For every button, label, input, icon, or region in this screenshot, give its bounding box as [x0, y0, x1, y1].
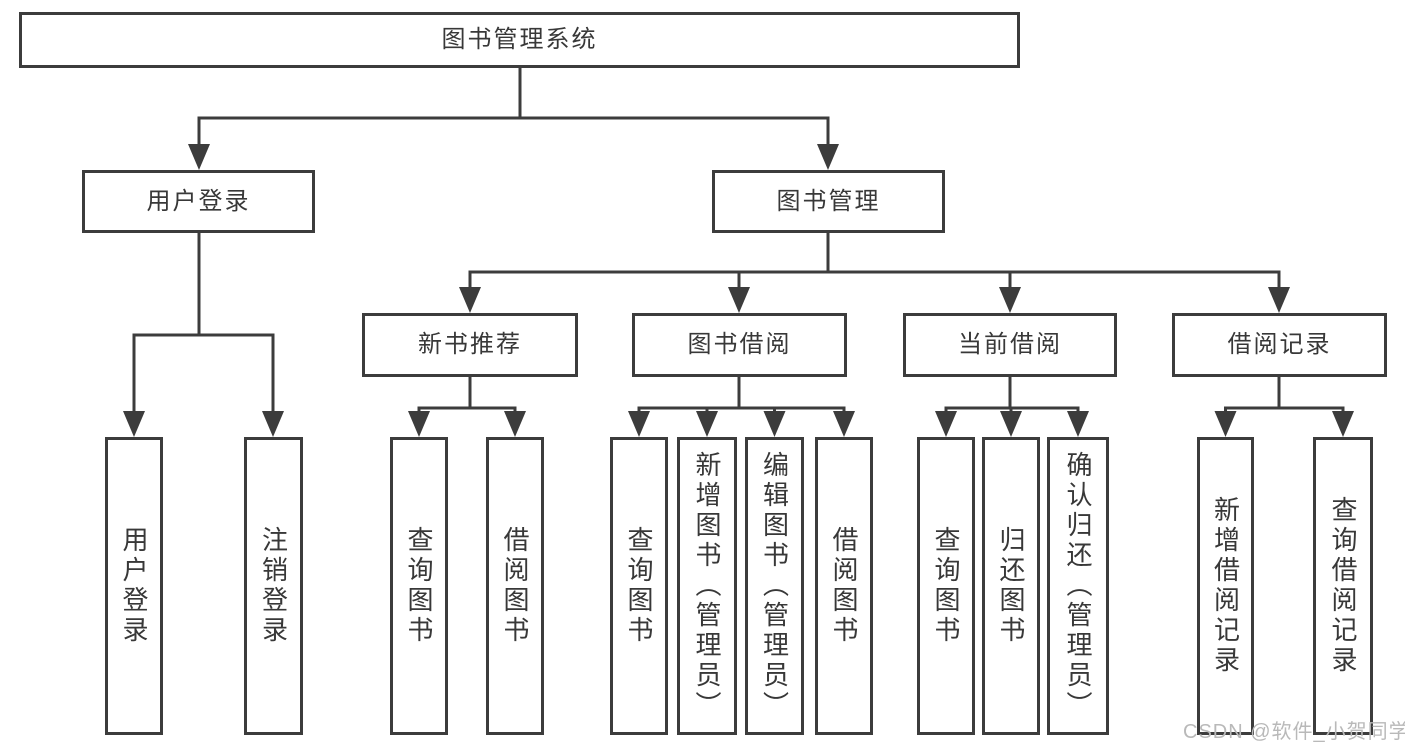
arrowhead-icon — [935, 411, 957, 437]
arrowhead-icon — [1332, 411, 1354, 437]
node-borrow-records-label: 借阅记录 — [1227, 331, 1332, 358]
node-borrow-records: 借阅记录 — [1172, 313, 1387, 377]
node-new-book-rec-label: 新书推荐 — [418, 331, 522, 358]
arrowhead-icon — [188, 144, 210, 170]
node-current-borrow-label: 当前借阅 — [958, 331, 1062, 358]
leaf-logout-label: 注销登录 — [258, 526, 289, 646]
leaf-return-book-label: 归还图书 — [996, 526, 1026, 646]
arrowhead-icon — [123, 411, 145, 437]
arrowhead-icon — [999, 287, 1021, 313]
arrowhead-icon — [833, 411, 855, 437]
leaf-borrow-book-2-label: 借阅图书 — [829, 526, 859, 646]
leaf-borrow-book-1-label: 借阅图书 — [500, 526, 530, 646]
arrowhead-icon — [817, 144, 839, 170]
leaf-confirm-return: 确认归还（管理员） — [1047, 437, 1109, 735]
leaf-user-login: 用户登录 — [105, 437, 163, 735]
leaf-user-login-label: 用户登录 — [119, 526, 149, 646]
node-root: 图书管理系统 — [19, 12, 1020, 68]
node-user-login: 用户登录 — [82, 170, 315, 233]
leaf-logout: 注销登录 — [244, 437, 303, 735]
leaf-add-book: 新增图书（管理员） — [677, 437, 737, 735]
node-new-book-rec: 新书推荐 — [362, 313, 578, 377]
arrowhead-icon — [408, 411, 430, 437]
arrowhead-icon — [1000, 411, 1022, 437]
arrowhead-icon — [763, 411, 786, 437]
leaf-query-book-1-label: 查询图书 — [404, 526, 434, 646]
leaf-query-book-2-label: 查询图书 — [624, 526, 654, 646]
node-book-borrow: 图书借阅 — [632, 313, 847, 377]
leaf-edit-book-label: 编辑图书（管理员） — [759, 451, 790, 721]
leaf-query-borrow-record: 查询借阅记录 — [1313, 437, 1373, 735]
arrowhead-icon — [728, 287, 750, 313]
csdn-watermark: CSDN @软件_小贺同学 — [1183, 721, 1405, 743]
node-user-login-label: 用户登录 — [146, 187, 251, 215]
leaf-query-book-2: 查询图书 — [610, 437, 668, 735]
node-book-mgmt: 图书管理 — [712, 170, 945, 233]
node-book-mgmt-label: 图书管理 — [776, 187, 881, 215]
node-book-borrow-label: 图书借阅 — [687, 331, 792, 358]
arrowhead-icon — [459, 287, 481, 313]
arrowhead-icon — [1268, 287, 1290, 313]
arrowhead-icon — [628, 411, 650, 437]
leaf-borrow-book-1: 借阅图书 — [486, 437, 544, 735]
leaf-confirm-return-label: 确认归还（管理员） — [1063, 451, 1093, 721]
leaf-query-book-3: 查询图书 — [917, 437, 975, 735]
leaf-add-borrow-record-label: 新增借阅记录 — [1210, 496, 1241, 676]
node-current-borrow: 当前借阅 — [903, 313, 1117, 377]
leaf-add-borrow-record: 新增借阅记录 — [1197, 437, 1254, 735]
node-root-label: 图书管理系统 — [441, 26, 598, 53]
leaf-return-book: 归还图书 — [982, 437, 1040, 735]
leaf-edit-book: 编辑图书（管理员） — [745, 437, 804, 735]
arrowhead-icon — [504, 411, 526, 437]
leaf-query-borrow-record-label: 查询借阅记录 — [1328, 496, 1358, 676]
arrowhead-icon — [1214, 411, 1237, 437]
leaf-query-book-1: 查询图书 — [390, 437, 448, 735]
arrowhead-icon — [262, 411, 284, 437]
arrowhead-icon — [696, 411, 718, 437]
leaf-borrow-book-2: 借阅图书 — [815, 437, 873, 735]
leaf-add-book-label: 新增图书（管理员） — [692, 451, 722, 721]
arrowhead-icon — [1067, 411, 1089, 437]
leaf-query-book-3-label: 查询图书 — [931, 526, 961, 646]
